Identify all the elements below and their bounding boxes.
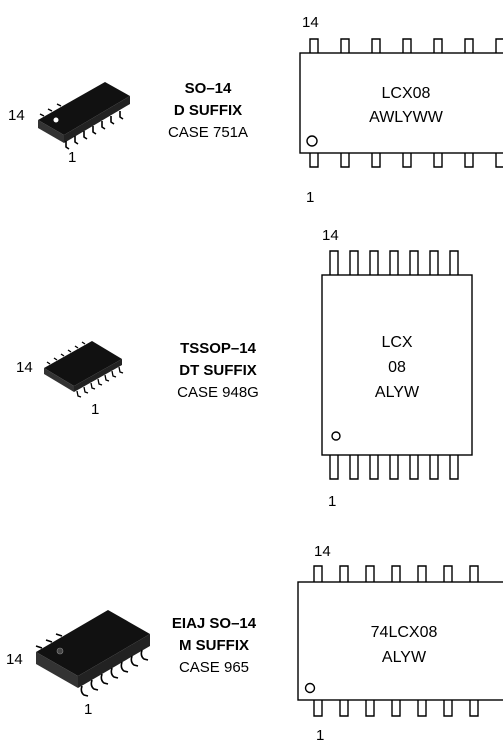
package-tssop14: 14 1 TSSOP–14 DT SUFFIX CASE 948G 14 1 L… xyxy=(16,227,473,510)
marking-line: LCX xyxy=(381,334,412,351)
package-name: SO–14 xyxy=(185,80,232,97)
package-case: CASE 965 xyxy=(179,659,249,676)
diagram-pin-label-1: 1 xyxy=(316,727,324,744)
photo-pin-label-1: 1 xyxy=(84,701,92,718)
marking-outline-eiaj-so14 xyxy=(297,565,503,717)
package-suffix: M SUFFIX xyxy=(179,637,249,654)
photo-pin-label-14: 14 xyxy=(8,107,25,124)
package-case: CASE 948G xyxy=(177,384,259,401)
diagram-pin-label-1: 1 xyxy=(306,189,314,206)
photo-pin-label-1: 1 xyxy=(91,401,99,418)
package-so14: 14 1 SO–14 D SUFFIX CASE 751A 14 1 LCX08… xyxy=(8,14,503,206)
package-name: EIAJ SO–14 xyxy=(172,615,257,632)
diagram-pin-label-14: 14 xyxy=(314,543,331,560)
package-suffix: DT SUFFIX xyxy=(179,362,257,379)
diagram-pin-label-14: 14 xyxy=(322,227,339,244)
diagram-pin-label-14: 14 xyxy=(302,14,319,31)
marking-outline-so14 xyxy=(299,38,503,168)
chip-photo-tssop14 xyxy=(44,341,124,398)
chip-photo-eiaj-so14 xyxy=(35,610,150,697)
diagram-pin-label-1: 1 xyxy=(328,493,336,510)
package-eiaj-so14: 14 1 EIAJ SO–14 M SUFFIX CASE 965 14 1 7… xyxy=(6,543,503,744)
photo-pin-label-14: 14 xyxy=(6,651,23,668)
photo-pin-label-14: 14 xyxy=(16,359,33,376)
marking-line: 74LCX08 xyxy=(371,624,438,641)
chip-photo-so14 xyxy=(38,82,130,150)
photo-pin-label-1: 1 xyxy=(68,149,76,166)
package-suffix: D SUFFIX xyxy=(174,102,242,119)
marking-line: LCX08 xyxy=(382,85,431,102)
marking-line: AWLYWW xyxy=(369,109,444,126)
marking-outline-tssop14 xyxy=(321,250,473,480)
marking-line: ALYW xyxy=(382,649,427,666)
package-case: CASE 751A xyxy=(168,124,248,141)
marking-line: ALYW xyxy=(375,384,420,401)
marking-line: 08 xyxy=(388,359,406,376)
package-name: TSSOP–14 xyxy=(180,340,257,357)
